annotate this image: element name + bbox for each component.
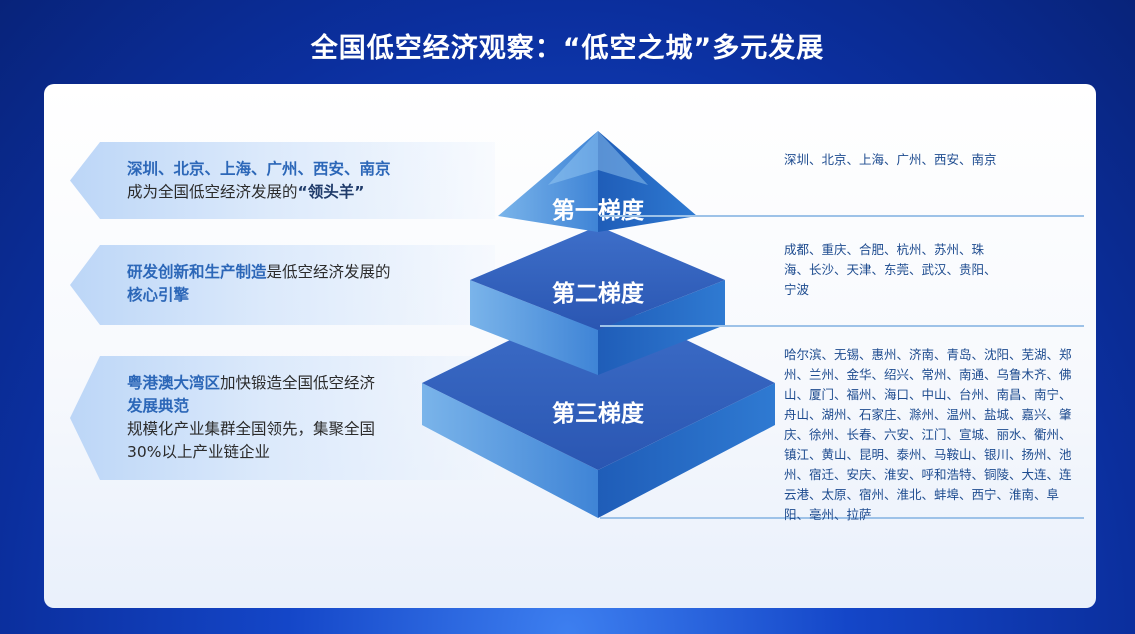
tier-1-label: 第一梯度 <box>552 198 644 224</box>
note-1-text: 成为全国低空经济发展的 <box>127 183 298 201</box>
note-tier-2: 研发创新和生产制造是低空经济发展的 核心引擎 <box>70 245 495 325</box>
note-2-text: 是低空经济发展的 <box>266 263 391 281</box>
note-2-line-2: 核心引擎 <box>127 284 495 307</box>
note-1-line-2: 成为全国低空经济发展的“领头羊” <box>127 181 495 204</box>
tier-1-connector <box>600 215 1084 217</box>
note-3-text: 加快锻造全国低空经济 <box>220 374 376 392</box>
note-1-line-1: 深圳、北京、上海、广州、西安、南京 <box>127 158 495 181</box>
note-2-line-1: 研发创新和生产制造是低空经济发展的 <box>127 261 495 284</box>
note-3-line-4: 30%以上产业链企业 <box>127 443 270 461</box>
note-1-highlight: 深圳、北京、上海、广州、西安、南京 <box>127 160 391 178</box>
tier-2-label: 第二梯度 <box>552 281 644 307</box>
note-2-emphasis: 核心引擎 <box>127 286 190 304</box>
note-3-highlight: 粤港澳大湾区 <box>127 374 221 392</box>
note-3-emphasis: 发展典范 <box>127 397 190 415</box>
tier-1-block <box>498 131 697 232</box>
tier-3-connector <box>600 517 1084 519</box>
note-tier-1: 深圳、北京、上海、广州、西安、南京 成为全国低空经济发展的“领头羊” <box>70 142 495 219</box>
tier-1-cities: 深圳、北京、上海、广州、西安、南京 <box>784 152 997 167</box>
tier-3-label: 第三梯度 <box>552 401 644 427</box>
note-1-emphasis: “领头羊” <box>297 183 365 201</box>
note-3-line-3: 规模化产业集群全国领先，集聚全国 <box>127 420 376 438</box>
tier-2-cities: 成都、重庆、合肥、杭州、苏州、珠海、长沙、天津、东莞、武汉、贵阳、宁波 <box>784 242 997 297</box>
page-title: 全国低空经济观察：“低空之城”多元发展 <box>310 33 825 64</box>
note-3-line-1: 粤港澳大湾区加快锻造全国低空经济 <box>127 372 495 395</box>
note-2-highlight: 研发创新和生产制造 <box>127 263 267 281</box>
tier-2-connector <box>600 325 1084 327</box>
note-3-line-2: 发展典范 <box>127 395 495 418</box>
tier-3-cities: 哈尔滨、无锡、惠州、济南、青岛、沈阳、芜湖、郑州、兰州、金华、绍兴、常州、南通、… <box>784 347 1072 522</box>
tier-2-block <box>470 226 725 375</box>
